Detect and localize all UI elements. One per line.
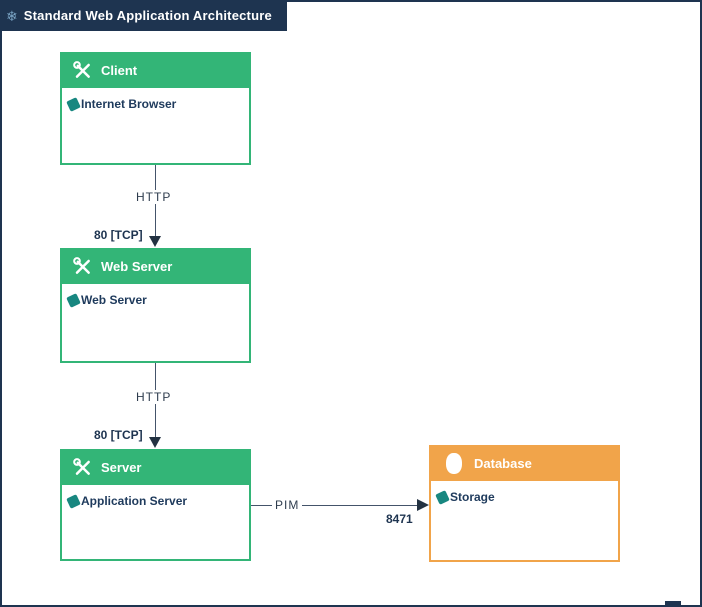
edge-server-database-arrowhead — [417, 499, 429, 511]
item-label: Application Server — [81, 494, 188, 508]
component-icon — [435, 489, 450, 505]
node-web-server-header: Web Server — [60, 248, 251, 284]
node-title: Server — [101, 459, 142, 475]
item-label: Web Server — [81, 293, 147, 307]
node-title: Database — [474, 455, 532, 471]
edge-port-label: 8471 — [386, 512, 413, 526]
node-server-item[interactable]: Application Server — [66, 493, 243, 509]
snowflake-icon: ❄ — [6, 7, 18, 24]
edge-server-database-line — [251, 505, 417, 506]
edge-client-webserver-arrowhead — [149, 236, 161, 247]
node-client-body: Internet Browser — [60, 88, 251, 165]
diagram-title: Standard Web Application Architecture — [23, 8, 272, 23]
node-client[interactable]: Client Internet Browser — [60, 52, 251, 165]
diagram-title-bar: ❄ Standard Web Application Architecture — [0, 0, 287, 31]
node-server-body: Application Server — [60, 485, 251, 561]
item-label: Internet Browser — [81, 97, 177, 111]
node-server[interactable]: Server Application Server — [60, 449, 251, 561]
node-database-body: Storage — [429, 481, 620, 562]
tools-icon — [72, 60, 92, 80]
node-client-header: Client — [60, 52, 251, 88]
component-icon — [66, 493, 81, 509]
node-database[interactable]: Database Storage — [429, 445, 620, 562]
node-web-server-body: Web Server — [60, 284, 251, 363]
node-server-header: Server — [60, 449, 251, 485]
edge-protocol-label: HTTP — [133, 190, 175, 204]
node-title: Client — [101, 62, 138, 78]
node-database-header: Database — [429, 445, 620, 481]
node-database-item[interactable]: Storage — [435, 489, 612, 505]
component-icon — [66, 292, 81, 308]
resize-handle — [665, 601, 681, 606]
database-icon — [446, 452, 462, 474]
node-web-server-item[interactable]: Web Server — [66, 292, 243, 308]
edge-webserver-server-arrowhead — [149, 437, 161, 448]
tools-icon — [72, 457, 92, 477]
item-label: Storage — [450, 490, 495, 504]
edge-protocol-label: PIM — [272, 498, 303, 512]
node-web-server[interactable]: Web Server Web Server — [60, 248, 251, 363]
tools-icon — [72, 256, 92, 276]
edge-port-label: 80 [TCP] — [94, 228, 143, 242]
node-client-item[interactable]: Internet Browser — [66, 96, 243, 112]
component-icon — [66, 96, 81, 112]
edge-protocol-label: HTTP — [133, 390, 175, 404]
edge-port-label: 80 [TCP] — [94, 428, 143, 442]
node-title: Web Server — [101, 258, 173, 274]
